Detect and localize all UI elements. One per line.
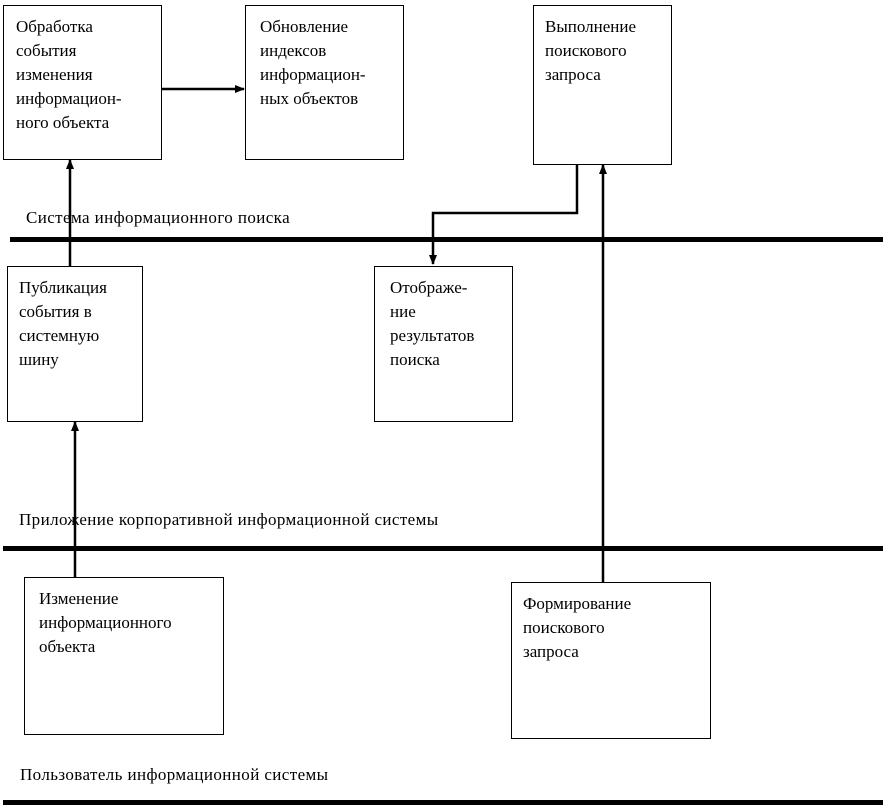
arrow-execute-to-display [429,165,579,265]
box-update-indexes: Обновление индексов информацион- ных объ… [245,5,404,160]
lane-label-user: Пользователь информационной системы [20,765,329,784]
lane-divider-corporate-app [3,546,883,551]
lane-label-search-system: Система информационного поиска [26,208,291,227]
lane-divider-user [3,800,883,805]
box-process-change-event: Обработка события изменения информацион-… [3,5,162,160]
box-display-results: Отображе- ние результатов поиска [374,266,513,422]
box-change-info-object: Изменение информационного объекта [24,577,224,735]
box-execute-search-query: Выполнение поискового запроса [533,5,672,165]
lane-divider-search-system [10,237,883,242]
box-form-search-query: Формирование поискового запроса [511,582,711,739]
lane-label-corporate-app: Приложение корпоративной информационной … [19,510,439,529]
box-publish-event: Публикация события в системную шину [7,266,143,422]
